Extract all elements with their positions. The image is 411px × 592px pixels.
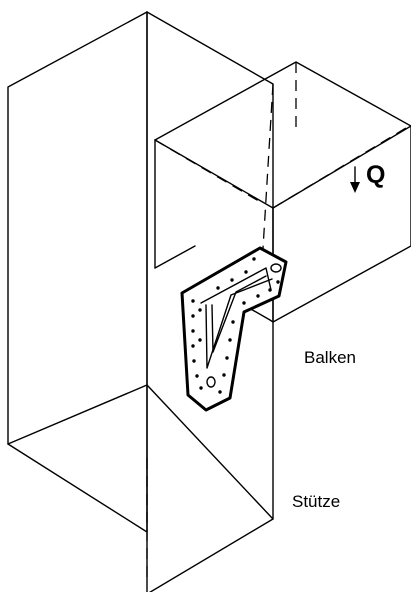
beam-bottom-edge: [154, 245, 196, 269]
column-label: Stütze: [292, 492, 340, 511]
beam-top-face: [154, 61, 411, 141]
angle-bracket: [180, 246, 288, 412]
beam-hidden-edge-2: [272, 127, 407, 209]
column: [7, 11, 274, 592]
bracket-bend-line: [200, 267, 272, 304]
column-left-face: [7, 11, 148, 533]
bracket-rib-inner: [211, 275, 267, 353]
load-arrow-head: [350, 182, 360, 193]
bracket-plate: [180, 246, 288, 412]
beam-hidden-edge-1: [154, 139, 263, 204]
beam-label: Balken: [304, 348, 356, 367]
load-label: Q: [366, 161, 385, 189]
beam: [154, 61, 411, 323]
column-hidden-top-edge: [261, 83, 274, 266]
bracket-rib-outer: [205, 278, 273, 369]
bracket-slot-upper: [270, 263, 282, 273]
column-base-right: [146, 384, 274, 520]
column-base-left: [7, 384, 148, 445]
bracket-slot-lower: [206, 376, 216, 388]
bracket-nail-holes: [191, 257, 280, 394]
load-arrow: [350, 166, 360, 193]
